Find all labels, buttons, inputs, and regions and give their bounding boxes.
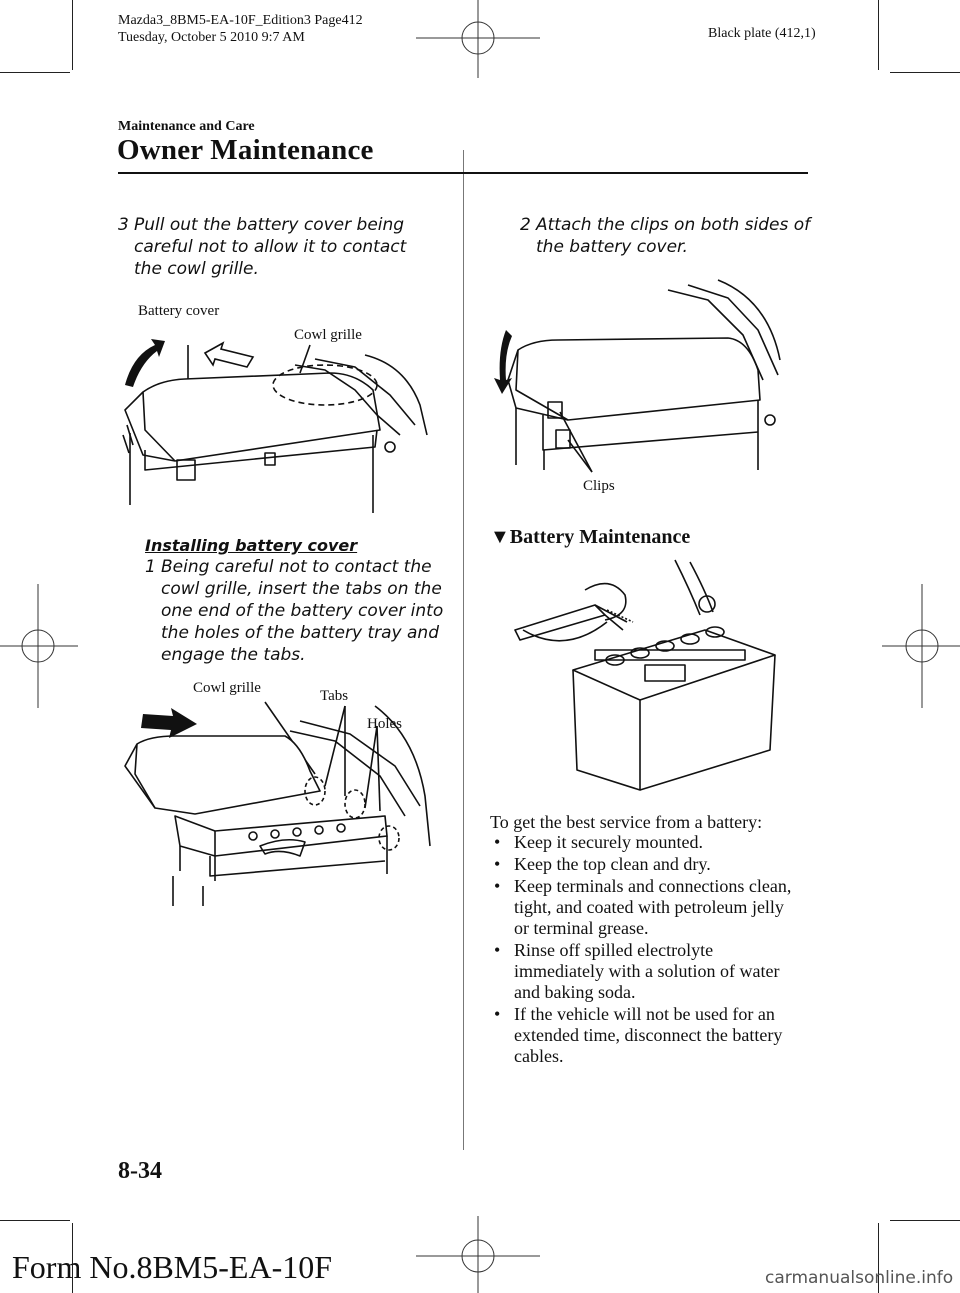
page-number: 8-34 bbox=[118, 1158, 162, 1184]
battery-maintenance-heading: ▼Battery Maintenance bbox=[490, 526, 691, 548]
page-title: Owner Maintenance bbox=[117, 134, 374, 166]
step-number: 3 bbox=[118, 215, 129, 235]
bullet-icon: • bbox=[494, 854, 501, 874]
list-item: • Keep it securely mounted. bbox=[494, 832, 703, 852]
step-line: careful not to allow it to contact bbox=[134, 237, 407, 257]
triangle-marker-icon: ▼ bbox=[490, 526, 510, 548]
installing-heading: Installing battery cover bbox=[145, 536, 358, 555]
bullet-icon: • bbox=[494, 1004, 501, 1024]
list-item: • Keep the top clean and dry. bbox=[494, 854, 711, 874]
step-number: 1 bbox=[145, 557, 156, 577]
label-cowl-grille: Cowl grille bbox=[294, 327, 362, 343]
step-line: Being careful not to contact the bbox=[161, 557, 432, 577]
list-item: • Rinse off spilled electrolyte immediat… bbox=[494, 940, 780, 1002]
print-date: Tuesday, October 5 2010 9:7 AM bbox=[118, 30, 305, 45]
title-rule bbox=[118, 172, 808, 174]
step-line: one end of the battery cover into bbox=[161, 601, 444, 621]
battery-tips-list: • Keep it securely mounted. • Keep the t… bbox=[490, 832, 820, 1068]
label-clips: Clips bbox=[583, 478, 615, 494]
figure-battery-cleaning bbox=[514, 559, 776, 791]
list-item: • Keep terminals and connections clean, … bbox=[494, 876, 792, 938]
figure-attach-clips bbox=[494, 279, 781, 473]
step-3: 3 Pull out the battery cover being caref… bbox=[118, 214, 418, 280]
figure-remove-battery-cover bbox=[122, 339, 428, 513]
step-line: the cowl grille. bbox=[134, 259, 259, 279]
label-cowl-grille-2: Cowl grille bbox=[193, 680, 261, 696]
section-label: Maintenance and Care bbox=[118, 119, 255, 134]
step-number: 2 bbox=[520, 215, 531, 235]
label-battery-cover: Battery cover bbox=[138, 303, 220, 319]
bullet-icon: • bbox=[494, 876, 501, 896]
figure-install-battery-cover bbox=[124, 701, 431, 906]
form-number: Form No.8BM5-EA-10F bbox=[12, 1249, 333, 1285]
watermark: carmanualsonline.info bbox=[765, 1268, 954, 1288]
step-line: the battery cover. bbox=[536, 237, 688, 257]
battery-intro: To get the best service from a battery: bbox=[490, 812, 763, 832]
file-name: Mazda3_8BM5-EA-10F_Edition3 Page412 bbox=[118, 13, 363, 28]
list-item: • If the vehicle will not be used for an… bbox=[494, 1004, 783, 1066]
bullet-icon: • bbox=[494, 940, 501, 960]
label-tabs: Tabs bbox=[320, 688, 349, 704]
step-2: 2 Attach the clips on both sides of the … bbox=[520, 214, 820, 258]
step-line: the holes of the battery tray and bbox=[161, 623, 439, 643]
step-line: Attach the clips on both sides of bbox=[536, 215, 811, 235]
label-holes: Holes bbox=[367, 716, 402, 732]
step-line: cowl grille, insert the tabs on the bbox=[161, 579, 442, 599]
step-1: 1 Being careful not to contact the cowl … bbox=[145, 556, 445, 668]
plate-label: Black plate (412,1) bbox=[708, 26, 816, 41]
file-info: Mazda3_8BM5-EA-10F_Edition3 Page412 Tues… bbox=[118, 12, 363, 46]
step-line: Pull out the battery cover being bbox=[134, 215, 405, 235]
bullet-icon: • bbox=[494, 832, 501, 852]
step-line: engage the tabs. bbox=[161, 645, 306, 665]
